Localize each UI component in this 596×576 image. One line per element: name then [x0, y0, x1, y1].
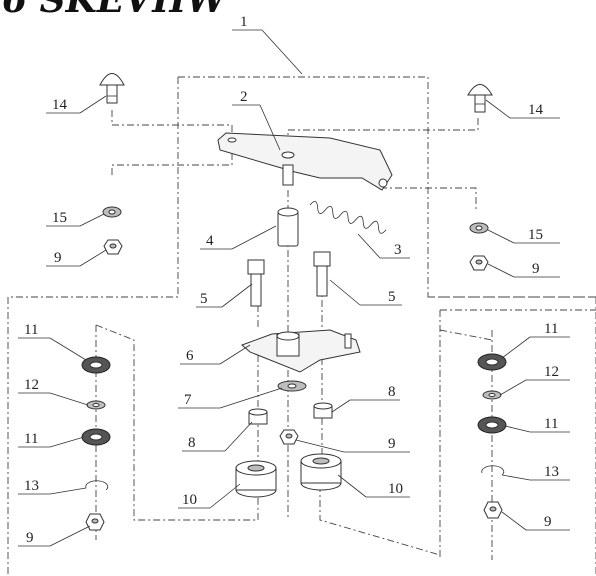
assembly-boundary	[7, 76, 596, 576]
washer-left	[102, 206, 122, 218]
callout-2: 2	[240, 89, 248, 105]
callout-9-upper-right: 9	[532, 261, 540, 277]
callout-9-center: 9	[388, 436, 396, 452]
sleeve	[277, 207, 299, 247]
nut-upper-right	[469, 255, 489, 271]
circlip-right	[481, 465, 505, 476]
spacer-left	[248, 408, 268, 425]
bearing-upper-right	[477, 353, 507, 371]
callout-9-lower-right: 9	[544, 514, 552, 530]
nut-lower-left	[85, 513, 105, 531]
callout-5-right: 5	[388, 289, 396, 305]
shim-left	[86, 400, 106, 410]
spacer-right	[313, 402, 333, 419]
callout-6: 6	[186, 348, 194, 364]
nut-center	[279, 429, 299, 445]
mushroom-pin-right	[467, 84, 493, 113]
callout-11-right-upper: 11	[544, 321, 558, 337]
tension-spring	[309, 201, 387, 234]
bracket-plate	[217, 132, 393, 191]
callout-13-right: 13	[544, 464, 559, 480]
lower-plate	[241, 329, 361, 373]
callout-4: 4	[206, 233, 214, 249]
callout-12-right: 12	[544, 364, 559, 380]
washer-center	[277, 380, 307, 392]
callout-10-left: 10	[182, 492, 197, 508]
shim-right	[482, 390, 502, 400]
callout-11-right-lower: 11	[544, 416, 558, 432]
callout-12-left: 12	[24, 377, 39, 393]
callout-labels: 1 2 3 4 5 5 6 7 8 8 9 9 9 9 9 10 10 11 1…	[24, 14, 559, 546]
callout-11-left-upper: 11	[24, 322, 38, 338]
callout-14-left: 14	[52, 97, 68, 113]
callout-9-upper-left: 9	[54, 250, 62, 266]
bolt-left	[247, 259, 265, 307]
callout-9-lower-left: 9	[26, 530, 34, 546]
mushroom-pin-left	[99, 73, 125, 104]
nut-upper-left	[103, 239, 123, 255]
callout-3: 3	[394, 242, 402, 258]
bearing-lower-left	[81, 428, 111, 446]
pulley-right	[300, 453, 342, 491]
callout-14-right: 14	[528, 102, 544, 118]
callout-5-left: 5	[200, 291, 208, 307]
callout-10-right: 10	[388, 481, 403, 497]
bolt-right	[313, 251, 331, 297]
callout-15-right: 15	[528, 227, 543, 243]
callout-8-right: 8	[388, 384, 396, 400]
callout-1: 1	[240, 14, 248, 30]
callout-15-left: 15	[52, 210, 67, 226]
bearing-upper-left	[81, 356, 111, 374]
washer-right	[469, 222, 489, 234]
nut-lower-right	[483, 501, 503, 519]
circlip-left	[85, 480, 109, 491]
callout-7: 7	[184, 392, 192, 408]
diagram-title: 6 SKEVHW	[2, 0, 230, 21]
callout-13-left: 13	[24, 478, 39, 494]
pulley-left	[235, 460, 277, 498]
callout-leaders	[18, 29, 570, 547]
callout-8-left: 8	[188, 435, 196, 451]
bearing-lower-right	[477, 416, 507, 434]
callout-11-left-lower: 11	[24, 431, 38, 447]
